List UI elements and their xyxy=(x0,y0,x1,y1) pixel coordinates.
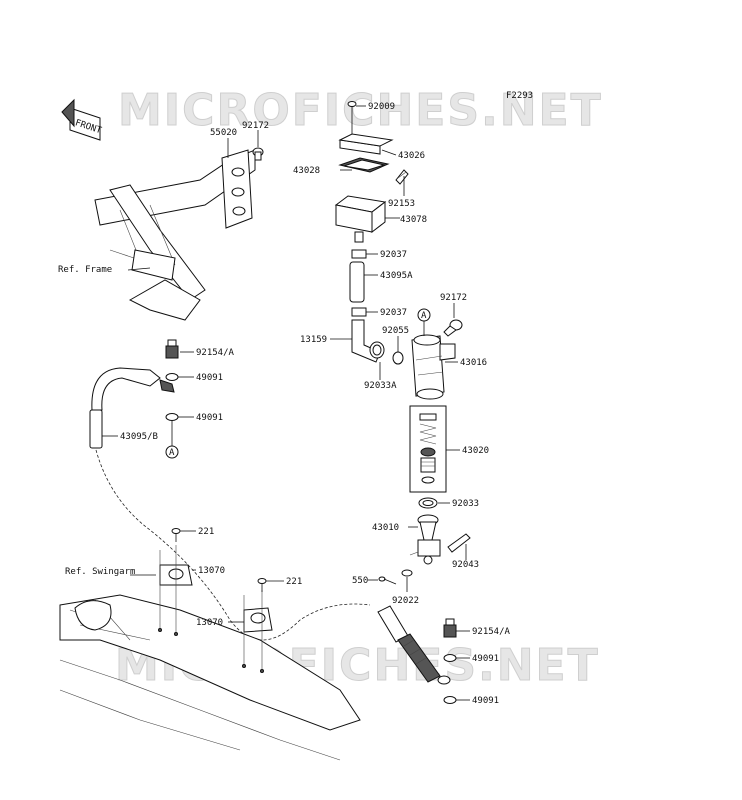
label-43078: 43078 xyxy=(400,215,427,225)
oring-92033a xyxy=(369,341,385,359)
label-49091-bottom-1: 49091 xyxy=(472,654,499,664)
washer-49091-bottom-1 xyxy=(443,654,457,662)
label-92154-bottom: 92154/A xyxy=(472,627,511,637)
label-43026: 43026 xyxy=(398,151,425,161)
marker-a-cylinder: A xyxy=(417,308,431,336)
oring-92055 xyxy=(392,351,404,365)
label-92033a: 92033A xyxy=(364,381,397,391)
label-43095b: 43095/B xyxy=(120,432,158,442)
label-92055: 92055 xyxy=(382,326,409,336)
marker-a-cylinder-text: A xyxy=(421,311,427,321)
hose-43095b xyxy=(89,367,371,641)
marker-a-hose-text: A xyxy=(169,448,175,458)
hose-lower xyxy=(377,605,451,685)
hose-43095a xyxy=(349,261,365,303)
label-13159: 13159 xyxy=(300,335,327,345)
label-92033: 92033 xyxy=(452,499,479,509)
label-49091-bottom-2: 49091 xyxy=(472,696,499,706)
label-13070-upper: 13070 xyxy=(198,566,225,576)
label-49091-top-2: 49091 xyxy=(196,413,223,423)
front-arrow-icon: FRONT xyxy=(61,98,103,141)
label-92022: 92022 xyxy=(392,596,419,606)
swingarm-drawing xyxy=(59,594,361,761)
label-43028: 43028 xyxy=(293,166,320,176)
push-rod-43010 xyxy=(409,514,441,565)
watermark-top: MICROFICHES.NET xyxy=(118,85,603,136)
marker-a-hose: A xyxy=(165,420,179,459)
screw-92153 xyxy=(395,169,409,185)
label-92037-top: 92037 xyxy=(380,250,407,260)
clamp-92037-top xyxy=(351,249,367,259)
label-550: 550 xyxy=(352,576,368,586)
label-43016: 43016 xyxy=(460,358,487,368)
label-43010: 43010 xyxy=(372,523,399,533)
label-92153: 92153 xyxy=(388,199,415,209)
washer-49091-top-2 xyxy=(165,413,179,421)
bolt-92154-top xyxy=(165,339,179,359)
label-221-upper: 221 xyxy=(198,527,214,537)
label-92172-cylinder: 92172 xyxy=(440,293,467,303)
clamp-13070-upper xyxy=(158,545,193,636)
ref-frame-label: Ref. Frame xyxy=(58,265,112,275)
bracket-55020 xyxy=(221,149,253,229)
reservoir-43078 xyxy=(334,195,387,243)
ref-swingarm-label: Ref. Swingarm xyxy=(65,567,135,577)
screw-221-upper xyxy=(171,528,181,542)
label-221-lower: 221 xyxy=(286,577,302,587)
washer-49091-top-1 xyxy=(165,373,179,381)
label-13070-lower: 13070 xyxy=(196,618,223,628)
cap-43026 xyxy=(338,133,394,155)
label-49091-top-1: 49091 xyxy=(196,373,223,383)
bolt-92154-bottom xyxy=(443,618,457,638)
circlip-92033 xyxy=(418,497,438,509)
label-55020: 55020 xyxy=(210,128,237,138)
screw-221-lower xyxy=(257,578,267,592)
cotter-550 xyxy=(378,576,397,585)
master-cylinder-43016 xyxy=(411,334,456,400)
clamp-92037-bottom xyxy=(351,307,367,317)
clamp-13070-lower xyxy=(242,590,273,673)
bolt-92172-cylinder xyxy=(443,319,463,337)
label-43095a: 43095A xyxy=(380,271,413,281)
label-92172-frame: 92172 xyxy=(242,121,269,131)
label-92009: 92009 xyxy=(368,102,395,112)
figure-code: F2293 xyxy=(506,91,533,101)
nut-92022 xyxy=(401,569,413,577)
bolt-92172-frame xyxy=(252,147,264,161)
label-92154-top: 92154/A xyxy=(196,348,235,358)
washer-49091-bottom-2 xyxy=(443,696,457,704)
diaphragm-43028 xyxy=(338,157,390,173)
pin-92043 xyxy=(447,533,471,553)
label-92037-bottom: 92037 xyxy=(380,308,407,318)
label-43020: 43020 xyxy=(462,446,489,456)
piston-kit-43020 xyxy=(409,405,447,493)
label-92043: 92043 xyxy=(452,560,479,570)
